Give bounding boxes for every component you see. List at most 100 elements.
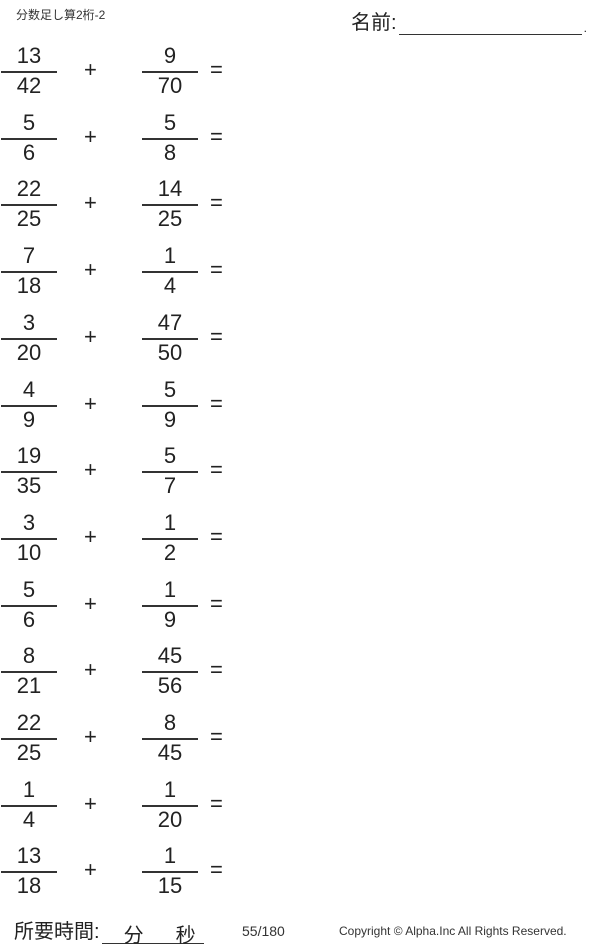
numerator: 1	[163, 243, 177, 269]
numerator: 5	[22, 576, 36, 602]
fraction-bar	[1, 604, 57, 607]
denominator: 35	[16, 473, 42, 499]
fraction-bar	[142, 337, 198, 340]
numerator: 1	[22, 776, 36, 802]
fraction-bar	[1, 404, 57, 407]
copyright: Copyright © Alpha.Inc All Rights Reserve…	[339, 924, 567, 938]
numerator: 3	[22, 509, 36, 535]
fraction-bar	[1, 471, 57, 474]
equals-sign: =	[210, 724, 223, 749]
denominator: 50	[157, 339, 183, 365]
equals-sign: =	[210, 523, 223, 549]
equals-sign: =	[210, 657, 223, 683]
plus-sign: +	[84, 190, 97, 216]
numerator: 19	[16, 443, 42, 469]
numerator: 5	[163, 443, 177, 469]
denominator: 9	[163, 606, 177, 632]
denominator: 18	[16, 873, 42, 899]
equals-sign: =	[210, 123, 223, 149]
numerator: 5	[163, 376, 177, 402]
problem-row: 22 25 + 14 25 =	[0, 176, 260, 270]
fraction-bar	[1, 137, 57, 140]
fraction-bar	[142, 738, 198, 740]
fraction-bar	[142, 471, 198, 474]
fraction-bar	[1, 871, 57, 874]
plus-sign: +	[84, 724, 97, 749]
numerator: 7	[22, 243, 36, 269]
name-label: 名前:	[351, 12, 397, 34]
denominator: 2	[163, 539, 177, 565]
plus-sign: +	[84, 390, 97, 416]
denominator: 45	[157, 740, 183, 765]
fraction-bar	[1, 671, 57, 674]
problem-row: 1 4 + 1 20 =	[0, 777, 260, 871]
equals-sign: =	[210, 57, 223, 82]
fraction-bar	[1, 337, 57, 340]
seconds-label: 秒	[175, 925, 196, 947]
time-label: 所要時間:	[14, 921, 100, 943]
numerator: 1	[163, 509, 177, 535]
problem-row: 5 6 + 5 8 =	[0, 110, 260, 204]
denominator: 4	[163, 273, 177, 299]
plus-sign: +	[84, 790, 97, 816]
problem-row: 13 18 + 1 15 =	[0, 843, 260, 937]
time-blank: 分 秒	[101, 919, 204, 947]
fraction-bar	[142, 804, 198, 807]
numerator: 8	[163, 710, 177, 735]
problem-row: 3 10 + 1 2 =	[0, 510, 260, 604]
denominator: 8	[163, 139, 177, 165]
equals-sign: =	[210, 590, 223, 616]
numerator: 22	[16, 710, 42, 735]
numerator: 8	[22, 643, 36, 669]
problem-row: 19 35 + 5 7 =	[0, 443, 260, 537]
denominator: 4	[22, 806, 36, 832]
problem-row: 22 25 + 8 45 =	[0, 710, 260, 804]
denominator: 15	[157, 873, 183, 899]
problem-row: 4 9 + 5 9 =	[0, 377, 260, 471]
numerator: 1	[163, 576, 177, 602]
denominator: 70	[157, 73, 183, 98]
numerator: 45	[157, 643, 183, 669]
plus-sign: +	[84, 590, 97, 616]
name-end: .	[583, 21, 587, 35]
fraction-bar	[142, 404, 198, 407]
denominator: 18	[16, 273, 42, 299]
fraction-bar	[142, 204, 198, 207]
fraction-bar	[142, 604, 198, 607]
plus-sign: +	[84, 457, 97, 483]
numerator: 1	[163, 843, 177, 869]
problem-row: 7 18 + 1 4 =	[0, 243, 260, 337]
problem-row: 13 42 + 9 70 =	[0, 43, 260, 137]
numerator: 5	[22, 109, 36, 135]
fraction-bar	[142, 271, 198, 274]
numerator: 14	[157, 176, 183, 202]
plus-sign: +	[84, 123, 97, 149]
name-field: 名前: .	[351, 6, 587, 35]
fraction-bar	[1, 271, 57, 274]
numerator: 3	[22, 309, 36, 335]
denominator: 25	[157, 206, 183, 232]
plus-sign: +	[84, 523, 97, 549]
problem-row: 8 21 + 45 56 =	[0, 643, 260, 737]
denominator: 42	[16, 73, 42, 98]
denominator: 56	[157, 673, 183, 699]
problem-row: 5 6 + 1 9 =	[0, 577, 260, 671]
denominator: 6	[22, 139, 36, 165]
numerator: 13	[16, 843, 42, 869]
numerator: 9	[163, 43, 177, 68]
denominator: 20	[157, 806, 183, 832]
denominator: 25	[16, 740, 42, 765]
plus-sign: +	[84, 857, 97, 883]
fraction-bar	[142, 671, 198, 674]
fraction-bar	[1, 204, 57, 207]
fraction-bar	[142, 537, 198, 540]
fraction-bar	[1, 804, 57, 807]
name-blank	[398, 14, 582, 35]
denominator: 9	[22, 406, 36, 432]
denominator: 6	[22, 606, 36, 632]
equals-sign: =	[210, 390, 223, 416]
denominator: 7	[163, 473, 177, 499]
denominator: 9	[163, 406, 177, 432]
denominator: 20	[16, 339, 42, 365]
plus-sign: +	[84, 57, 97, 82]
